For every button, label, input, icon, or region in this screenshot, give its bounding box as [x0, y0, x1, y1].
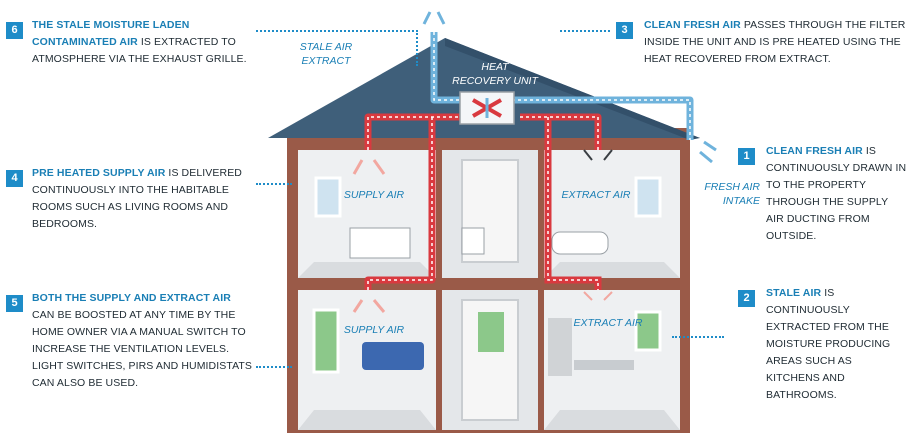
window: [634, 176, 662, 218]
note-highlight: THE STALE MOISTURE LADEN CONTAMINATED AI…: [32, 19, 190, 48]
kitchen-table: [574, 360, 634, 370]
step-badge: 3: [616, 22, 633, 39]
label-supply-air-lower: SUPPLY AIR: [343, 324, 405, 336]
bath: [551, 231, 609, 255]
note-text: PASSES THROUGH THE FILTER INSIDE THE UNI…: [644, 19, 906, 65]
window: [314, 176, 342, 218]
note-boost: BOTH THE SUPPLY AND EXTRACT AIR CAN BE B…: [32, 290, 256, 392]
connector-line: [560, 30, 610, 32]
sofa: [362, 342, 424, 370]
label-extract-air-lower: EXTRACT AIR: [573, 317, 643, 329]
note-filter: CLEAN FRESH AIR PASSES THROUGH THE FILTE…: [644, 17, 906, 68]
step-badge: 1: [738, 148, 755, 165]
kitchen-units: [548, 318, 572, 376]
label-stale-air-extract: STALE AIR EXTRACT: [286, 40, 366, 68]
note-text: CAN BE BOOSTED AT ANY TIME BY THE HOME O…: [32, 309, 253, 389]
note-intake: CLEAN FRESH AIR IS CONTINUOUSLY DRAWN IN…: [766, 143, 908, 245]
label-heat-recovery-unit: HEAT RECOVERY UNIT: [440, 60, 550, 88]
note-text: IS EXTRACTED TO ATMOSPHERE VIA THE EXHAU…: [32, 36, 247, 65]
exhaust-arrow: [422, 11, 446, 25]
connector-line: [256, 183, 292, 185]
label-line: INTAKE: [722, 195, 760, 207]
label-line: RECOVERY UNIT: [452, 75, 538, 87]
label-line: HEAT: [481, 61, 509, 73]
intake-arrow: [699, 140, 717, 164]
connector-line: [256, 366, 292, 368]
note-supply: PRE HEATED SUPPLY AIR IS DELIVERED CONTI…: [32, 165, 252, 233]
note-highlight: BOTH THE SUPPLY AND EXTRACT AIR: [32, 292, 231, 304]
step-badge: 6: [6, 22, 23, 39]
note-highlight: STALE AIR: [766, 287, 822, 299]
window: [634, 310, 662, 352]
connector-line: [256, 30, 418, 66]
note-text: IS CONTINUOUSLY DRAWN IN TO THE PROPERTY…: [766, 145, 907, 242]
note-highlight: CLEAN FRESH AIR: [644, 19, 741, 31]
bed: [349, 227, 411, 259]
label-line: STALE AIR: [299, 41, 353, 53]
label-supply-air-upper: SUPPLY AIR: [343, 189, 405, 201]
step-badge: 4: [6, 170, 23, 187]
radiator: [461, 227, 485, 255]
roof: [268, 38, 700, 138]
note-text: IS CONTINUOUSLY EXTRACTED FROM THE MOIST…: [766, 287, 891, 401]
connector-line: [672, 336, 724, 338]
note-highlight: PRE HEATED SUPPLY AIR: [32, 167, 166, 179]
window: [312, 308, 340, 374]
note-highlight: CLEAN FRESH AIR: [766, 145, 863, 157]
step-badge: 5: [6, 295, 23, 312]
note-extract: STALE AIR IS CONTINUOUSLY EXTRACTED FROM…: [766, 285, 908, 404]
step-badge: 2: [738, 290, 755, 307]
label-line: EXTRACT: [301, 55, 351, 67]
label-extract-air-upper: EXTRACT AIR: [561, 189, 631, 201]
label-line: FRESH AIR: [704, 181, 760, 193]
note-text: IS DELIVERED CONTINUOUSLY INTO THE HABIT…: [32, 167, 242, 230]
label-fresh-air-intake: FRESH AIR INTAKE: [692, 180, 760, 208]
note-exhaust: THE STALE MOISTURE LADEN CONTAMINATED AI…: [32, 17, 252, 68]
